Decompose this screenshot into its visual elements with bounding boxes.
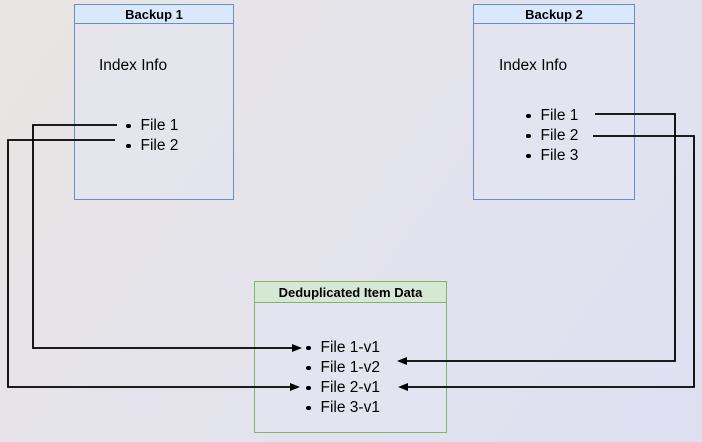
list-item: File 1-v1 — [255, 338, 446, 358]
file-label: File 3 — [540, 147, 579, 164]
backup1-title: Backup 1 — [75, 5, 233, 24]
list-item: File 2-v1 — [255, 378, 446, 398]
backup1-node: Backup 1 Index Info File 1 File 2 — [74, 4, 234, 200]
backup2-subtitle: Index Info — [499, 57, 568, 74]
backup2-title: Backup 2 — [474, 5, 634, 24]
list-item: File 1 — [75, 116, 233, 136]
list-item: File 1 — [474, 106, 634, 126]
list-item: File 2 — [75, 136, 233, 156]
bullet-dot — [526, 113, 531, 119]
file-label: File 1 — [140, 117, 179, 134]
item-label: File 1-v2 — [320, 359, 380, 376]
backup2-node: Backup 2 Index Info File 1 File 2 File 3 — [473, 4, 635, 200]
list-item: File 3 — [474, 146, 634, 166]
bullet-dot — [306, 345, 311, 351]
file-label: File 2 — [540, 127, 579, 144]
bullet-dot — [306, 405, 311, 411]
dedup-item-list: File 1-v1 File 1-v2 File 2-v1 File 3-v1 — [255, 338, 446, 418]
item-label: File 1-v1 — [320, 339, 380, 356]
backup1-subtitle: Index Info — [99, 57, 168, 74]
bullet-dot — [306, 365, 311, 371]
item-label: File 3-v1 — [320, 399, 380, 416]
bullet-dot — [126, 143, 131, 149]
bullet-dot — [526, 133, 531, 139]
list-item: File 3-v1 — [255, 398, 446, 418]
dedup-title: Deduplicated Item Data — [255, 282, 446, 303]
dedup-node: Deduplicated Item Data File 1-v1 File 1-… — [254, 281, 447, 433]
file-label: File 2 — [140, 137, 179, 154]
backup1-file-list: File 1 File 2 — [75, 116, 233, 156]
bullet-dot — [126, 123, 131, 129]
file-label: File 1 — [540, 107, 579, 124]
bullet-dot — [526, 153, 531, 159]
list-item: File 2 — [474, 126, 634, 146]
backup2-file-list: File 1 File 2 File 3 — [474, 106, 634, 166]
bullet-dot — [306, 385, 311, 391]
item-label: File 2-v1 — [320, 379, 380, 396]
list-item: File 1-v2 — [255, 358, 446, 378]
